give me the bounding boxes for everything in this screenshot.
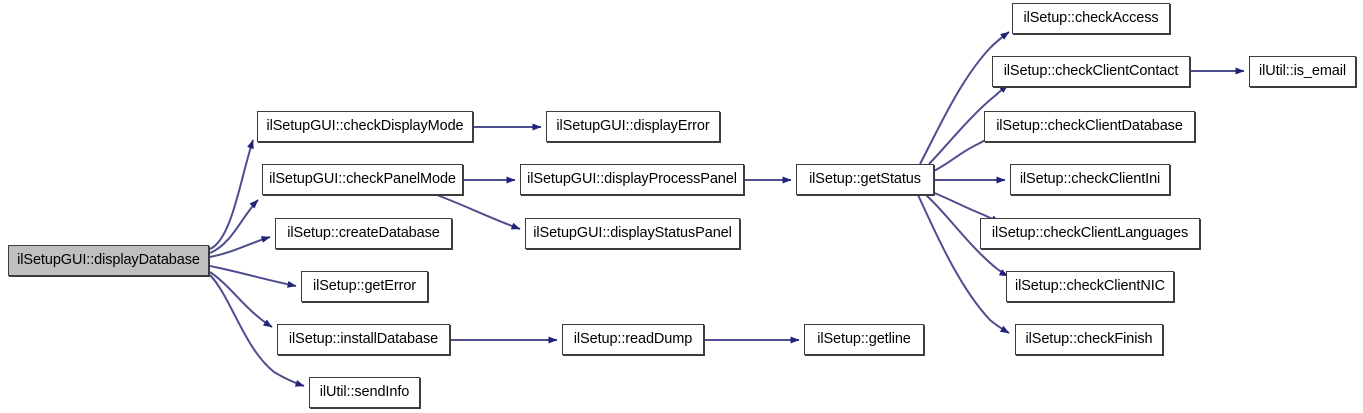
graph-node-checkAccess[interactable]: ilSetup::checkAccess (1012, 3, 1170, 34)
graph-node-label: ilSetup::installDatabase (288, 331, 439, 348)
graph-node-label: ilSetup::checkClientNIC (1014, 278, 1165, 295)
graph-node-label: ilUtil::is_email (1258, 63, 1347, 80)
graph-node-getError[interactable]: ilSetup::getError (301, 271, 428, 302)
edge-checkPanelMode-to-displayStatusPanel (436, 194, 521, 230)
graph-node-label: ilSetup::checkAccess (1023, 10, 1159, 27)
edge-displayDatabase-to-checkDisplayMode (209, 139, 254, 250)
graph-node-label: ilSetupGUI::displayError (556, 118, 710, 135)
graph-node-label: ilSetup::getline (817, 331, 911, 348)
graph-node-checkClientContact[interactable]: ilSetup::checkClientContact (992, 56, 1190, 87)
graph-node-createDatabase[interactable]: ilSetup::createDatabase (275, 218, 452, 249)
graph-node-checkDisplayMode[interactable]: ilSetupGUI::checkDisplayMode (257, 111, 473, 142)
graph-node-checkClientNIC[interactable]: ilSetup::checkClientNIC (1006, 271, 1174, 302)
graph-node-getStatus[interactable]: ilSetup::getStatus (796, 164, 934, 195)
graph-node-label: ilSetup::createDatabase (287, 225, 440, 242)
graph-node-label: ilSetupGUI::displayProcessPanel (527, 171, 737, 188)
graph-node-label: ilSetupGUI::displayStatusPanel (533, 225, 732, 242)
graph-node-checkClientDatabase[interactable]: ilSetup::checkClientDatabase (984, 111, 1195, 142)
graph-node-checkPanelMode[interactable]: ilSetupGUI::checkPanelMode (262, 164, 463, 195)
graph-node-readDump[interactable]: ilSetup::readDump (562, 324, 704, 355)
graph-node-displayError[interactable]: ilSetupGUI::displayError (546, 111, 720, 142)
edge-getStatus-to-checkFinish (917, 194, 1010, 334)
graph-node-label: ilSetupGUI::checkPanelMode (269, 171, 456, 188)
graph-node-label: ilSetup::getStatus (809, 171, 921, 188)
graph-node-checkClientIni[interactable]: ilSetup::checkClientIni (1010, 164, 1170, 195)
graph-node-displayProcessPanel[interactable]: ilSetupGUI::displayProcessPanel (520, 164, 744, 195)
edges-group (209, 31, 1245, 387)
edge-displayDatabase-to-installDatabase (209, 271, 273, 328)
graph-node-checkFinish[interactable]: ilSetup::checkFinish (1015, 324, 1163, 355)
edge-getStatus-to-checkClientNIC (925, 194, 1009, 277)
graph-node-label: ilSetup::checkFinish (1025, 331, 1153, 348)
edge-displayDatabase-to-createDatabase (209, 236, 271, 258)
edge-getStatus-to-checkClientContact (928, 84, 1009, 165)
graph-node-label: ilSetup::getError (312, 278, 417, 295)
graph-node-label: ilSetupGUI::checkDisplayMode (266, 118, 464, 135)
graph-node-label: ilSetup::checkClientDatabase (996, 118, 1183, 135)
edge-getStatus-to-checkAccess (919, 31, 1010, 165)
graph-node-label: ilSetup::readDump (573, 331, 693, 348)
edge-displayDatabase-to-sendInfo (209, 274, 305, 387)
edge-displayDatabase-to-checkPanelMode (209, 199, 259, 254)
graph-node-installDatabase[interactable]: ilSetup::installDatabase (277, 324, 450, 355)
graph-node-sendInfo[interactable]: ilUtil::sendInfo (309, 377, 420, 408)
graph-node-getline[interactable]: ilSetup::getline (804, 324, 924, 355)
graph-node-checkClientLanguages[interactable]: ilSetup::checkClientLanguages (980, 218, 1200, 249)
edge-displayDatabase-to-getError (209, 265, 297, 288)
graph-node-label: ilSetup::checkClientContact (1003, 63, 1179, 80)
graph-node-displayStatusPanel[interactable]: ilSetupGUI::displayStatusPanel (525, 218, 740, 249)
graph-node-label: ilUtil::sendInfo (319, 384, 410, 401)
graph-node-label: ilSetupGUI::displayDatabase (17, 252, 200, 269)
graph-node-displayDatabase[interactable]: ilSetupGUI::displayDatabase (8, 245, 209, 276)
graph-node-label: ilSetup::checkClientLanguages (991, 225, 1189, 242)
graph-node-label: ilSetup::checkClientIni (1019, 171, 1161, 188)
graph-node-is_email[interactable]: ilUtil::is_email (1249, 56, 1356, 87)
